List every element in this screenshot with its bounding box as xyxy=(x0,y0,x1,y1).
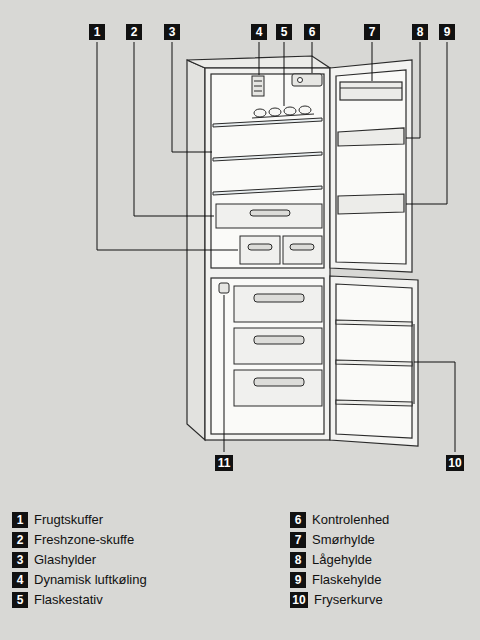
callout-number: 6 xyxy=(304,24,320,40)
legend-number: 6 xyxy=(290,512,306,528)
bottle-rack xyxy=(284,107,296,115)
legend-number: 5 xyxy=(12,592,28,608)
legend-number: 10 xyxy=(290,592,308,608)
sensor-symbol xyxy=(219,283,229,293)
freezer-drawers xyxy=(234,286,322,322)
fridge-cabinet xyxy=(187,56,330,440)
fresh-zone-drawer xyxy=(216,204,322,228)
bottle-rack xyxy=(252,106,314,118)
air-cooling-unit xyxy=(252,76,264,96)
freezer-door xyxy=(336,400,412,406)
leader-lines xyxy=(312,42,313,73)
leader-lines xyxy=(134,42,214,216)
bottle-rack xyxy=(252,114,314,118)
leader-lines xyxy=(406,42,447,204)
legend-text: Flaskestativ xyxy=(32,592,105,608)
callout-number: 2 xyxy=(126,24,142,40)
fruit-drawers xyxy=(290,244,314,250)
legend-text: Flaskehylde xyxy=(310,572,383,588)
legend-text: Kontrolenhed xyxy=(310,512,391,528)
fridge-door xyxy=(338,194,404,214)
control-unit xyxy=(298,78,303,83)
freezer-drawers xyxy=(234,286,322,406)
freezer-drawers xyxy=(254,378,304,386)
freezer-door xyxy=(336,320,412,326)
leader-lines xyxy=(97,42,455,452)
leader-lines xyxy=(372,42,373,81)
legend-text: Glashylder xyxy=(32,552,98,568)
glass-shelves xyxy=(213,118,322,195)
callout-number: 4 xyxy=(251,24,267,40)
legend-text: Lågehylde xyxy=(310,552,374,568)
air-cooling-unit xyxy=(252,76,264,96)
air-cooling-unit xyxy=(254,81,262,82)
legend-text: Smørhylde xyxy=(310,532,377,548)
freezer-door xyxy=(330,276,418,446)
legend-text: Frugtskuffer xyxy=(32,512,105,528)
fridge-door xyxy=(340,87,402,88)
legend-number: 2 xyxy=(12,532,28,548)
leader-lines xyxy=(414,324,415,404)
callout-number: 5 xyxy=(276,24,292,40)
fridge-door xyxy=(340,82,402,100)
fruit-drawers xyxy=(240,236,280,264)
freezer-door xyxy=(336,360,412,366)
legend-number: 1 xyxy=(12,512,28,528)
bottle-rack xyxy=(299,106,311,114)
glass-shelves xyxy=(213,186,322,195)
control-unit xyxy=(292,74,322,86)
leader-lines xyxy=(97,42,238,250)
freezer-door xyxy=(336,284,412,438)
air-cooling-unit xyxy=(254,86,262,87)
fruit-drawers xyxy=(240,236,322,264)
legend-number: 9 xyxy=(290,572,306,588)
callout-number: 8 xyxy=(412,24,428,40)
fridge-cabinet xyxy=(211,74,324,268)
fridge-door xyxy=(338,128,404,146)
bottle-rack xyxy=(269,108,281,116)
callout-number: 7 xyxy=(364,24,380,40)
leader-lines xyxy=(406,42,420,138)
callout-number: 9 xyxy=(439,24,455,40)
glass-shelves xyxy=(213,152,322,161)
fridge-cabinet xyxy=(211,278,324,434)
freezer-door xyxy=(330,276,418,446)
fresh-zone-drawer xyxy=(250,210,290,216)
callout-number: 3 xyxy=(164,24,180,40)
sensor-symbol xyxy=(219,283,229,293)
callout-number: 10 xyxy=(446,455,464,471)
control-unit xyxy=(292,74,322,86)
legend-number: 3 xyxy=(12,552,28,568)
fridge-door xyxy=(330,60,412,272)
callout-number: 1 xyxy=(89,24,105,40)
leader-lines xyxy=(224,295,225,452)
freezer-drawers xyxy=(254,336,304,344)
leader-lines xyxy=(414,362,455,452)
fridge-door xyxy=(330,60,412,272)
bottle-rack xyxy=(254,109,266,117)
fruit-drawers xyxy=(248,244,272,250)
glass-shelves xyxy=(213,118,322,127)
leader-lines xyxy=(172,42,212,152)
freezer-drawers xyxy=(234,328,322,364)
legend-text: Freshzone-skuffe xyxy=(32,532,136,548)
fruit-drawers xyxy=(283,236,322,264)
legend-number: 4 xyxy=(12,572,28,588)
freezer-drawers xyxy=(234,370,322,406)
callout-number: 11 xyxy=(215,455,233,471)
air-cooling-unit xyxy=(254,91,262,92)
leader-lines xyxy=(284,42,285,106)
legend-text: Fryserkurve xyxy=(312,592,385,608)
fridge-door xyxy=(336,70,406,264)
legend-text: Dynamisk luftkøling xyxy=(32,572,149,588)
leader-lines xyxy=(259,42,260,75)
legend-number: 8 xyxy=(290,552,306,568)
fresh-zone-drawer xyxy=(216,204,322,228)
legend-number: 7 xyxy=(290,532,306,548)
freezer-drawers xyxy=(254,294,304,302)
